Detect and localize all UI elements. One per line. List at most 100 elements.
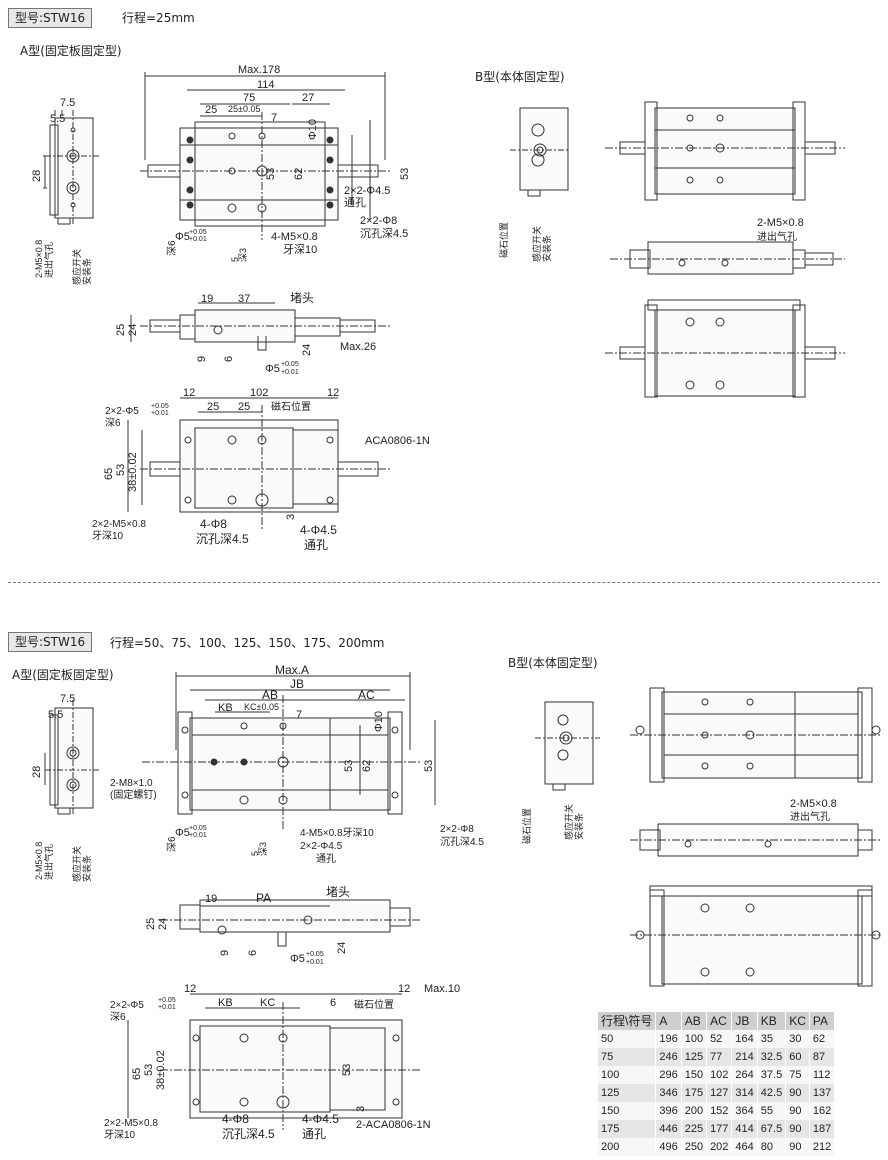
top-dim-27: 27 <box>302 92 314 104</box>
table-cell: 35 <box>757 1030 787 1048</box>
table-cell: 30 <box>785 1030 810 1048</box>
table-header-cell: AB <box>681 1012 708 1030</box>
table-cell: 196 <box>655 1030 682 1048</box>
top-b-front-view <box>605 101 845 201</box>
table-cell: 202 <box>706 1138 733 1156</box>
table-header-cell: 行程\符号 <box>598 1012 657 1030</box>
bottom-side-switch2: 安装条 <box>81 855 92 882</box>
top-plan-12a: 12 <box>183 387 195 399</box>
section-divider <box>8 582 880 583</box>
top-side-28: 28 <box>31 170 43 182</box>
top-front-phi5-l: +0.01 <box>189 236 207 243</box>
table-cell: 90 <box>785 1102 810 1120</box>
bottom-side-24b: 24 <box>336 942 348 954</box>
top-front-m5: 4-M5×0.8 <box>271 231 318 243</box>
bottom-front-phi8: 2×2-Φ8 <box>440 824 474 835</box>
top-plan-38: 38±0.02 <box>127 452 139 492</box>
top-type-b-title: B型(本体固定型) <box>475 70 565 84</box>
top-side-plug: 堵头 <box>290 291 314 305</box>
top-side-max26: Max.26 <box>340 341 376 353</box>
top-b-plan-view <box>605 299 845 398</box>
bottom-plan-phi45: 4-Φ4.5 <box>302 1112 339 1126</box>
table-cell: 200 <box>598 1138 657 1156</box>
bottom-side-plug: 堵头 <box>326 885 350 899</box>
table-cell: 175 <box>598 1120 657 1138</box>
top-type-a-title: A型(固定板固定型) <box>20 44 122 58</box>
bottom-plan-53r: 53 <box>341 1064 353 1076</box>
table-header-cell: KC <box>785 1012 810 1030</box>
table-header-cell: KB <box>757 1012 787 1030</box>
bottom-dim-62: 62 <box>361 760 373 772</box>
bottom-dim-53a: 53 <box>343 760 355 772</box>
top-plan-phi45: 4-Φ4.5 <box>300 523 337 537</box>
bottom-b-switch: 感应开关 <box>563 804 574 840</box>
bottom-plan-m5-sub: 牙深10 <box>104 1129 136 1141</box>
table-header-cell: PA <box>809 1012 836 1030</box>
bottom-b-front-view <box>630 687 881 783</box>
top-b-port-sub: 进出气孔 <box>757 230 797 243</box>
bottom-plan-kc: KC <box>260 997 275 1009</box>
top-front-m5-sub: 牙深10 <box>283 243 317 256</box>
bottom-b-plan-view <box>630 885 881 987</box>
top-plan-102: 102 <box>250 387 268 399</box>
bottom-plan-m5: 2×2-M5×0.8 <box>104 1118 158 1129</box>
table-cell: 296 <box>655 1066 682 1084</box>
table-cell: 52 <box>706 1030 733 1048</box>
table-cell: 32.5 <box>757 1048 787 1066</box>
bottom-plan-3: 3 <box>355 1106 367 1112</box>
top-plan-25b: 25 <box>238 401 250 413</box>
table-cell: 187 <box>809 1120 836 1138</box>
top-plan-m5-sub: 牙深10 <box>92 530 124 542</box>
bottom-dim-kctol: KC±0.05 <box>244 702 279 712</box>
bottom-plan-phi5l: +0.01 <box>158 1004 176 1011</box>
top-dim-114: 114 <box>257 79 275 91</box>
top-dim-25: 25 <box>205 104 217 116</box>
top-b-switch2: 安装条 <box>541 235 552 262</box>
top-plan-phi8: 4-Φ8 <box>200 517 227 531</box>
top-plan-through: 通孔 <box>304 538 328 552</box>
bottom-type-a-title: A型(固定板固定型) <box>12 668 114 682</box>
top-front-phi45: 2×2-Φ4.5 <box>344 185 390 197</box>
top-side-phi5l: +0.01 <box>281 369 299 376</box>
bottom-dim-kb: KB <box>218 702 233 714</box>
bottom-side-6: 6 <box>247 950 259 956</box>
table-cell: 87 <box>809 1048 836 1066</box>
bottom-side-phi5u: +0.05 <box>306 951 324 958</box>
table-cell: 42.5 <box>757 1084 787 1102</box>
bottom-b-top-view <box>630 823 880 857</box>
bottom-side-view <box>44 700 100 815</box>
top-front-depth6: 深6 <box>166 240 178 256</box>
top-side-7-5: 7.5 <box>60 97 75 109</box>
bottom-side-7-5: 7.5 <box>60 693 75 705</box>
bottom-side-5-5: 5.5 <box>48 709 63 721</box>
table-cell: 67.5 <box>757 1120 787 1138</box>
bottom-dim-maxa: Max.A <box>275 663 309 677</box>
bottom-plan-65: 65 <box>131 1068 143 1080</box>
table-cell: 414 <box>731 1120 758 1138</box>
bottom-plan-through: 通孔 <box>302 1127 326 1141</box>
top-model-tag: 型号:STW16 <box>8 8 93 28</box>
top-stroke: 行程=25mm <box>122 11 195 25</box>
table-cell: 150 <box>681 1066 708 1084</box>
top-drawings: Max.178 114 75 25 25±0.05 27 7 Φ10 53 62… <box>31 64 845 552</box>
bottom-b-switch2: 安装条 <box>573 813 584 840</box>
table-cell: 90 <box>785 1084 810 1102</box>
top-side-view <box>43 110 100 225</box>
table-cell: 50 <box>598 1030 657 1048</box>
bottom-plan-phi8: 4-Φ8 <box>222 1112 249 1126</box>
bottom-stroke: 行程=50、75、100、125、150、175、200mm <box>110 636 385 650</box>
bottom-plan-view <box>127 993 420 1130</box>
table-cell: 125 <box>681 1048 708 1066</box>
table-cell: 102 <box>706 1066 733 1084</box>
table-cell: 175 <box>681 1084 708 1102</box>
top-dim-max178: Max.178 <box>238 64 280 76</box>
table-header-cell: JB <box>731 1012 758 1030</box>
top-b-port: 2-M5×0.8 <box>757 217 804 229</box>
top-dim-53a: 53 <box>265 168 277 180</box>
bottom-front-phi5l: +0.01 <box>189 832 207 839</box>
bottom-side-24: 24 <box>157 918 169 930</box>
table-cell: 100 <box>598 1066 657 1084</box>
table-cell: 396 <box>655 1102 682 1120</box>
